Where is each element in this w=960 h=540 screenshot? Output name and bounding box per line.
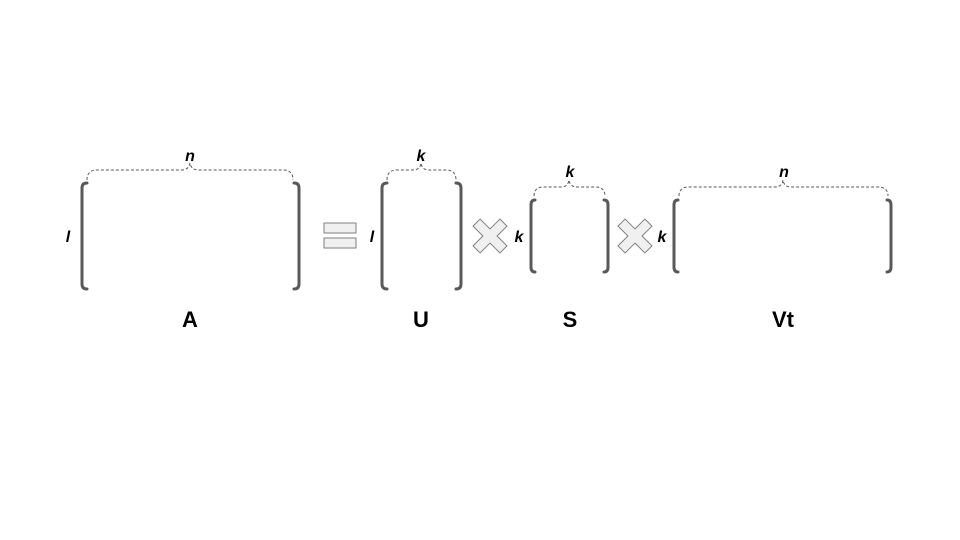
matrix-vt-name: Vt [772, 307, 795, 332]
matrix-a-name: A [182, 307, 198, 332]
matrix-s-right-bracket [602, 198, 610, 274]
times-icon [472, 218, 508, 254]
equals-icon [323, 222, 357, 249]
matrix-s-cols-label: k [566, 164, 576, 181]
matrix-a: n l A [66, 148, 301, 332]
matrix-vt-rows-label: k [658, 229, 668, 246]
matrix-vt-left-bracket [672, 198, 680, 274]
matrix-a-cols-label: n [185, 148, 195, 165]
matrix-vt-right-bracket [885, 198, 893, 274]
matrix-u-left-bracket [380, 181, 389, 291]
matrix-a-width-brace [86, 162, 294, 181]
matrix-s-width-brace [533, 179, 606, 197]
matrix-u-right-bracket [454, 181, 463, 291]
matrix-s: k k S [515, 164, 610, 332]
matrix-vt-width-brace [678, 179, 889, 197]
matrix-vt-cols-label: n [779, 164, 789, 181]
matrix-u: k l U [370, 148, 463, 332]
matrix-s-name: S [563, 307, 578, 332]
times-icon [617, 218, 653, 254]
matrix-s-rows-label: k [515, 229, 525, 246]
matrix-u-rows-label: l [370, 229, 375, 246]
matrix-a-right-bracket [292, 181, 301, 291]
matrix-a-rows-label: l [66, 229, 71, 246]
matrix-u-name: U [413, 307, 429, 332]
matrix-a-left-bracket [80, 181, 89, 291]
matrix-u-width-brace [386, 162, 457, 181]
matrix-vt: n k Vt [658, 164, 893, 332]
matrix-s-left-bracket [529, 198, 537, 274]
matrix-u-cols-label: k [417, 148, 427, 165]
